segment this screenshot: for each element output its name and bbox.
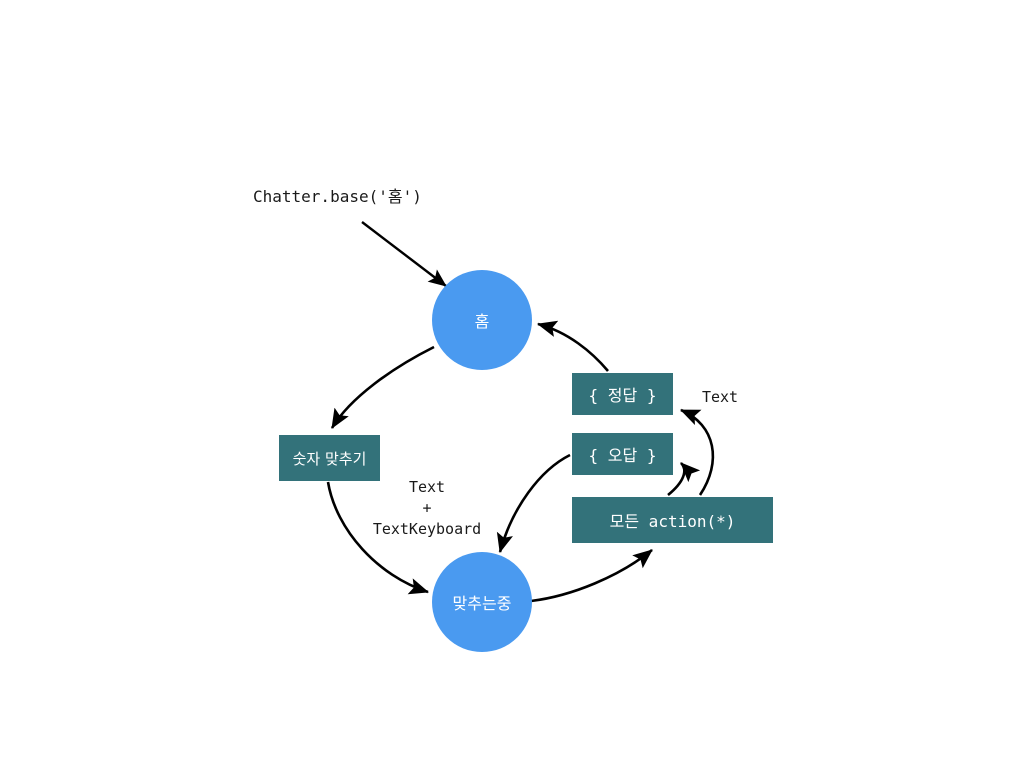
state-node-home[interactable]: 홈 — [432, 270, 532, 370]
action-node-all-action-label: 모든 action(*) — [609, 512, 736, 531]
action-node-correct[interactable]: { 정답 } — [572, 373, 673, 415]
edge-number-guess-to-guessing — [326, 481, 429, 595]
edge-label-text-keyboard: Text + TextKeyboard — [372, 478, 482, 538]
action-node-wrong[interactable]: { 오답 } — [572, 433, 673, 475]
state-node-guessing[interactable]: 맞추는중 — [432, 552, 532, 652]
edge-wrong-to-guessing — [496, 453, 571, 554]
action-node-number-guess[interactable]: 숫자 맞추기 — [279, 435, 380, 481]
edge-entry-to-home — [361, 221, 447, 287]
edge-correct-to-home — [536, 320, 609, 372]
action-node-all-action[interactable]: 모든 action(*) — [572, 497, 773, 543]
edge-label-text: Text — [701, 388, 739, 406]
action-node-wrong-label: { 오답 } — [588, 446, 657, 465]
state-node-home-label: 홈 — [474, 312, 490, 331]
action-node-correct-label: { 정답 } — [588, 386, 657, 405]
action-node-number-guess-label: 숫자 맞추기 — [292, 449, 367, 468]
edge-home-to-number-guess — [330, 345, 435, 429]
state-node-guessing-label: 맞추는중 — [452, 594, 512, 613]
edge-all-action-to-wrong — [667, 462, 701, 497]
edge-all-action-to-correct — [680, 408, 715, 496]
entry-caption: Chatter.base('홈') — [253, 187, 422, 206]
edge-guessing-to-all-action — [530, 548, 653, 603]
